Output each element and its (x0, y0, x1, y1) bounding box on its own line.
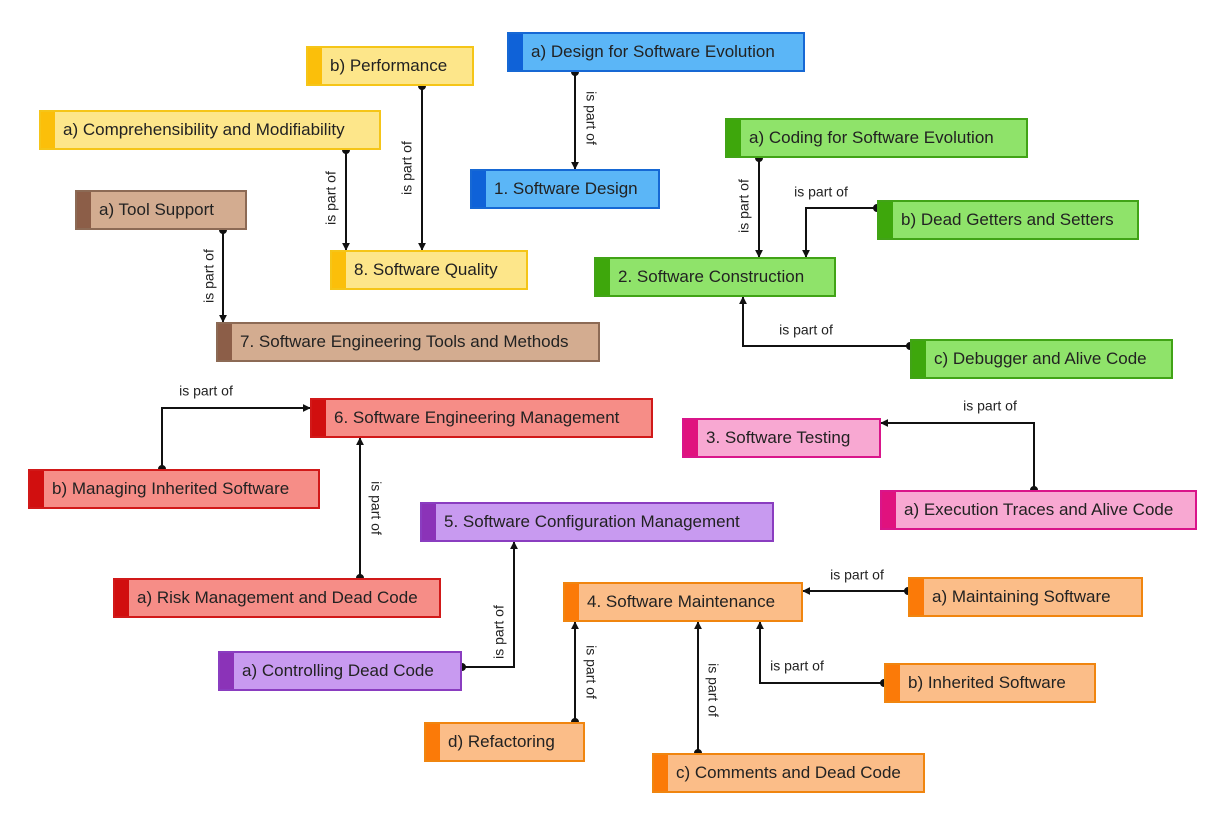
edge-label: is part of (368, 481, 384, 535)
node-b-inherited[interactable]: b) Inherited Software (884, 663, 1096, 703)
node-a-controlling-dead[interactable]: a) Controlling Dead Code (218, 651, 462, 691)
node-color-bar (684, 420, 698, 456)
edge-label: is part of (323, 171, 339, 225)
node-color-bar (41, 112, 55, 148)
node-label: 7. Software Engineering Tools and Method… (240, 332, 569, 351)
node-label: a) Controlling Dead Code (242, 661, 434, 680)
node-color-bar (472, 171, 486, 207)
node-a-coding-evolution[interactable]: a) Coding for Software Evolution (725, 118, 1028, 158)
node-software-testing[interactable]: 3. Software Testing (682, 418, 881, 458)
node-label: 1. Software Design (494, 179, 638, 198)
node-label: a) Design for Software Evolution (531, 42, 775, 61)
node-software-design[interactable]: 1. Software Design (470, 169, 660, 209)
node-color-bar (77, 192, 91, 228)
node-label: c) Comments and Dead Code (676, 763, 901, 782)
node-label: 6. Software Engineering Management (334, 408, 620, 427)
node-a-risk-management[interactable]: a) Risk Management and Dead Code (113, 578, 441, 618)
node-color-bar (218, 324, 232, 360)
node-color-bar (882, 492, 896, 528)
node-color-bar (727, 120, 741, 156)
node-label: a) Execution Traces and Alive Code (904, 500, 1174, 519)
node-color-bar (115, 580, 129, 616)
node-color-bar (312, 400, 326, 436)
node-color-bar (912, 341, 926, 377)
edge-b_managing_inherited-to-eng_management (161, 404, 311, 469)
edge-c_debugger-to-software_construction (739, 296, 910, 347)
node-tools-methods[interactable]: 7. Software Engineering Tools and Method… (216, 322, 600, 362)
node-label: 4. Software Maintenance (587, 592, 776, 611)
edge-label: is part of (770, 658, 824, 674)
edge-label: is part of (963, 398, 1017, 414)
node-color-bar (332, 252, 346, 288)
node-label: a) Tool Support (99, 200, 214, 219)
node-d-refactoring[interactable]: d) Refactoring (424, 722, 585, 762)
edge-b_inherited-to-software_maintenance (756, 621, 884, 684)
node-b-managing-inherited[interactable]: b) Managing Inherited Software (28, 469, 320, 509)
edge-label: is part of (399, 141, 415, 195)
edge-label: is part of (179, 383, 233, 399)
node-label: 8. Software Quality (354, 260, 498, 279)
node-eng-management[interactable]: 6. Software Engineering Management (310, 398, 653, 438)
node-color-bar (220, 653, 234, 689)
edge-b_dead_getters-to-software_construction (802, 207, 877, 258)
node-label: 5. Software Configuration Management (444, 512, 740, 531)
node-label: b) Managing Inherited Software (52, 479, 290, 498)
edge-label: is part of (779, 322, 833, 338)
node-label: c) Debugger and Alive Code (934, 349, 1147, 368)
edge-label: is part of (830, 567, 884, 583)
node-a-comprehensibility[interactable]: a) Comprehensibility and Modifiability (39, 110, 381, 150)
node-a-design-evolution[interactable]: a) Design for Software Evolution (507, 32, 805, 72)
node-b-performance[interactable]: b) Performance (306, 46, 474, 86)
node-color-bar (596, 259, 610, 295)
node-label: a) Maintaining Software (932, 587, 1111, 606)
node-a-execution-traces[interactable]: a) Execution Traces and Alive Code (880, 490, 1197, 530)
edge-label: is part of (583, 91, 599, 145)
node-software-maintenance[interactable]: 4. Software Maintenance (563, 582, 803, 622)
node-label: b) Inherited Software (908, 673, 1066, 692)
edge-a_controlling_dead-to-config_management (462, 541, 518, 668)
node-software-construction[interactable]: 2. Software Construction (594, 257, 836, 297)
node-color-bar (654, 755, 668, 791)
node-color-bar (509, 34, 523, 70)
node-label: d) Refactoring (448, 732, 555, 751)
node-color-bar (30, 471, 44, 507)
node-color-bar (886, 665, 900, 701)
edge-label: is part of (736, 179, 752, 233)
edge-label: is part of (794, 184, 848, 200)
node-label: a) Risk Management and Dead Code (137, 588, 418, 607)
node-label: a) Comprehensibility and Modifiability (63, 120, 345, 139)
node-config-management[interactable]: 5. Software Configuration Management (420, 502, 774, 542)
node-label: 2. Software Construction (618, 267, 805, 286)
node-color-bar (879, 202, 893, 238)
node-label: a) Coding for Software Evolution (749, 128, 994, 147)
node-color-bar (308, 48, 322, 84)
node-b-dead-getters[interactable]: b) Dead Getters and Setters (877, 200, 1139, 240)
edge-label: is part of (201, 249, 217, 303)
node-color-bar (426, 724, 440, 760)
node-color-bar (910, 579, 924, 615)
node-label: b) Performance (330, 56, 448, 75)
node-software-quality[interactable]: 8. Software Quality (330, 250, 528, 290)
node-color-bar (422, 504, 436, 540)
edge-label: is part of (705, 663, 721, 717)
edge-a_execution_traces-to-software_testing (880, 419, 1035, 490)
node-c-comments[interactable]: c) Comments and Dead Code (652, 753, 925, 793)
edge-label: is part of (583, 645, 599, 699)
node-a-tool-support[interactable]: a) Tool Support (75, 190, 247, 230)
node-c-debugger[interactable]: c) Debugger and Alive Code (910, 339, 1173, 379)
edge-label: is part of (491, 605, 507, 659)
node-label: 3. Software Testing (706, 428, 851, 447)
node-a-maintaining[interactable]: a) Maintaining Software (908, 577, 1143, 617)
node-color-bar (565, 584, 579, 620)
node-label: b) Dead Getters and Setters (901, 210, 1114, 229)
